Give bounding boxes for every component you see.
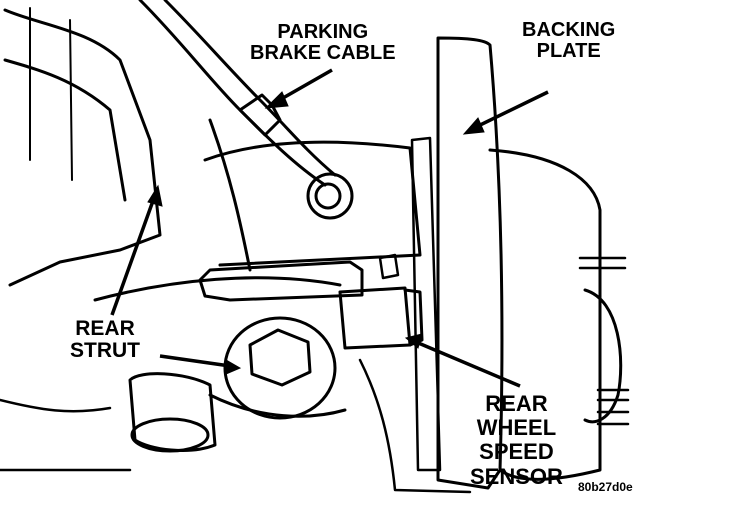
label-parking-line2: BRAKE CABLE — [250, 42, 396, 64]
frame-inner — [3, 58, 127, 202]
label-parking-line1: PARKING — [277, 21, 369, 43]
arrow-sensor-head — [404, 333, 423, 349]
sensor-bracket — [198, 260, 364, 302]
backing-plate-flange — [410, 136, 442, 472]
label-sensor-line4: SENSOR — [470, 463, 563, 489]
backing-plate — [436, 36, 504, 490]
label-backing-line1: BACKING — [522, 19, 616, 41]
cable-sleeve — [238, 93, 282, 137]
right-lower-housing — [358, 358, 472, 494]
knuckle-lower — [93, 276, 342, 302]
wheel-stud-upper — [578, 256, 627, 270]
arrow-backing-plate-head — [462, 117, 485, 135]
label-strut-line2: STRUT — [70, 339, 140, 363]
backing-plate-rim — [488, 148, 602, 481]
label-parking-brake-cable: PARKING BRAKE CABLE — [250, 22, 396, 64]
label-rear-strut: REAR STRUT — [70, 317, 140, 363]
label-backing-plate: BACKING PLATE — [522, 20, 615, 62]
arrow-sensor — [415, 340, 521, 388]
arrow-strut-lower-head — [225, 359, 242, 375]
figure-code: 80b27d0e — [578, 480, 633, 494]
arrow-strut-lower — [159, 354, 231, 368]
label-strut-line1: REAR — [75, 317, 135, 340]
arrow-strut-upper — [110, 197, 156, 316]
label-rear-wheel-speed-sensor: REAR WHEEL SPEED SENSOR — [470, 391, 563, 489]
bracket-bolt — [378, 253, 400, 280]
label-sensor-line1: REAR — [485, 391, 548, 416]
strut-bushing — [130, 417, 210, 453]
strut-mount — [223, 316, 337, 420]
cable-grommet-inner — [314, 182, 342, 210]
lower-outline — [0, 398, 132, 472]
arrow-backing-plate — [473, 90, 549, 130]
strut-arm — [208, 393, 347, 418]
label-sensor-line2: WHEEL — [476, 415, 557, 441]
strut-lower — [128, 372, 217, 452]
arrow-parking-cable — [275, 68, 333, 104]
label-backing-line2: PLATE — [536, 40, 601, 62]
knuckle-arm — [208, 118, 252, 272]
parking-brake-cable-inner — [163, 0, 337, 177]
wheel-stud-lower — [596, 410, 630, 426]
arrow-strut-upper-head — [147, 184, 163, 207]
cable-grommet — [306, 172, 354, 220]
label-sensor-line3: SPEED — [479, 439, 554, 465]
sensor-body — [338, 286, 412, 350]
arrow-parking-cable-head — [264, 91, 289, 109]
frame-left-edge — [29, 7, 73, 181]
knuckle-housing — [203, 140, 422, 267]
strut-hex-nut — [248, 328, 312, 387]
frame-outline — [3, 8, 162, 287]
hub-cap — [583, 288, 623, 424]
wheel-stud-mid — [596, 388, 630, 402]
